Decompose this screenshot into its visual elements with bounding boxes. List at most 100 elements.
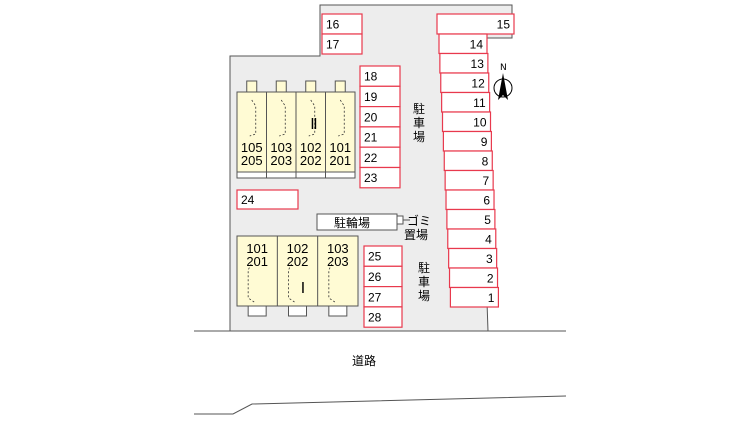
parking-label-bottom-char: 駐 bbox=[418, 260, 430, 275]
parking-label-bottom-char: 場 bbox=[418, 289, 430, 303]
parking-label-top-char: 場 bbox=[413, 130, 425, 144]
parking-slot-21: 21 bbox=[359, 126, 401, 148]
parking-slot-23-number: 23 bbox=[364, 171, 378, 185]
building-1-unit-upper: 103 bbox=[327, 241, 349, 256]
parking-slot-24-number: 24 bbox=[241, 193, 255, 207]
parking-slot-1-box bbox=[449, 286, 500, 308]
parking-slot-7: 7 bbox=[444, 169, 494, 191]
parking-slot-26: 26 bbox=[363, 265, 403, 288]
parking-slot-1: 1 bbox=[449, 286, 500, 308]
building-2-stair bbox=[279, 99, 286, 137]
parking-slot-3: 3 bbox=[448, 247, 498, 269]
garbage-box bbox=[396, 215, 404, 225]
building-1-label: Ⅰ bbox=[301, 281, 305, 297]
parking-slot-17-box bbox=[321, 33, 363, 55]
building-1-stair bbox=[288, 263, 295, 303]
building-2-unit-lower: 205 bbox=[241, 153, 263, 168]
building-2-unit-lower: 201 bbox=[329, 153, 351, 168]
parking-slot-9: 9 bbox=[442, 130, 492, 152]
building-2-label: Ⅱ bbox=[310, 117, 317, 133]
parking-slot-11: 11 bbox=[441, 91, 491, 113]
parking-slot-16-number: 16 bbox=[326, 18, 340, 32]
building-1-unit-lower: 202 bbox=[287, 254, 309, 269]
building-1-entrance bbox=[288, 305, 307, 317]
building-1-unit-lower: 203 bbox=[327, 254, 349, 269]
parking-slot-27: 27 bbox=[363, 286, 403, 308]
building-2-entrance bbox=[334, 80, 346, 93]
parking-slot-24: 24 bbox=[236, 189, 299, 210]
north-label: N bbox=[500, 63, 507, 73]
parking-slot-28-number: 28 bbox=[368, 311, 382, 325]
parking-slot-10: 10 bbox=[441, 111, 492, 133]
parking-slot-9-number: 9 bbox=[481, 135, 488, 149]
parking-slot-20: 20 bbox=[359, 105, 401, 128]
building-2-unit-lower: 203 bbox=[270, 153, 292, 168]
road-label: 道路 bbox=[352, 353, 376, 368]
building-2-unit-upper: 101 bbox=[329, 140, 351, 155]
parking-label-bottom-char: 車 bbox=[418, 275, 430, 289]
parking-slot-8: 8 bbox=[443, 150, 493, 172]
parking-slot-5: 5 bbox=[446, 208, 496, 230]
building-1-unit-upper: 102 bbox=[287, 241, 309, 256]
parking-slot-17: 17 bbox=[321, 33, 363, 55]
parking-slot-18: 18 bbox=[359, 65, 401, 87]
parking-slot-22-number: 22 bbox=[364, 151, 378, 165]
parking-slot-21-number: 21 bbox=[364, 131, 378, 145]
parking-slot-20-number: 20 bbox=[364, 110, 378, 124]
parking-slot-11-number: 11 bbox=[473, 96, 486, 110]
parking-slot-6-number: 6 bbox=[483, 193, 490, 207]
building-2-unit-upper: 103 bbox=[270, 140, 292, 155]
building-1-unit-upper: 101 bbox=[246, 241, 268, 256]
building-1-entrance bbox=[247, 305, 267, 317]
parking-label-top-char: 駐 bbox=[413, 101, 425, 116]
parking-slot-18-number: 18 bbox=[364, 70, 378, 84]
building-2-unit-upper: 102 bbox=[300, 140, 322, 155]
building-2-stair bbox=[338, 99, 345, 137]
building-2-entrance bbox=[275, 80, 287, 93]
parking-slot-24-box bbox=[236, 189, 299, 210]
parking-slot-12: 12 bbox=[440, 72, 490, 94]
parking-slot-6: 6 bbox=[445, 189, 495, 211]
parking-slot-3-number: 3 bbox=[486, 252, 493, 266]
parking-slot-28-box bbox=[363, 306, 403, 328]
building-2-entrance bbox=[305, 80, 317, 93]
building-1-stair bbox=[247, 263, 255, 303]
parking-slot-2-number: 2 bbox=[487, 271, 494, 285]
parking-slot-28: 28 bbox=[363, 306, 403, 328]
building-1-entrance bbox=[328, 305, 348, 317]
building-1-stair bbox=[328, 263, 336, 303]
bicycle-parking-label: 駐輪場 bbox=[334, 215, 370, 230]
parking-slot-4-number: 4 bbox=[485, 232, 492, 246]
road-edge-bottom bbox=[194, 395, 567, 415]
parking-slot-27-number: 27 bbox=[368, 290, 382, 304]
parking-slot-17-number: 17 bbox=[326, 38, 340, 52]
parking-slot-23: 23 bbox=[359, 166, 401, 189]
parking-slot-13-number: 13 bbox=[471, 57, 485, 71]
parking-label-bottom: 駐 車 場 bbox=[418, 260, 430, 303]
north-arrow-icon: N bbox=[493, 63, 513, 100]
parking-slot-1-number: 1 bbox=[488, 291, 495, 305]
building-2-unit-lower: 202 bbox=[300, 153, 322, 168]
parking-slot-4: 4 bbox=[447, 228, 497, 250]
parking-slot-22: 22 bbox=[359, 146, 401, 169]
building-1-body bbox=[236, 235, 359, 307]
garbage-label-line2: 置場 bbox=[404, 228, 428, 242]
garbage-label-line1: ゴミ bbox=[407, 213, 431, 228]
parking-slot-7-number: 7 bbox=[482, 174, 489, 188]
parking-slot-14-number: 14 bbox=[470, 37, 484, 51]
parking-slot-26-number: 26 bbox=[368, 270, 382, 284]
parking-slot-23-box bbox=[359, 166, 401, 189]
parking-slot-19: 19 bbox=[359, 85, 401, 108]
parking-slot-15: 15 bbox=[436, 13, 515, 35]
parking-slot-13: 13 bbox=[439, 52, 489, 74]
parking-slot-25-number: 25 bbox=[368, 250, 382, 264]
parking-slot-16: 16 bbox=[321, 13, 363, 35]
parking-slot-15-number: 15 bbox=[497, 18, 511, 32]
parking-slot-14: 14 bbox=[438, 33, 488, 55]
parking-slot-19-number: 19 bbox=[364, 90, 378, 104]
parking-label-top-char: 車 bbox=[413, 116, 425, 130]
building-1-unit-lower: 201 bbox=[246, 254, 268, 269]
